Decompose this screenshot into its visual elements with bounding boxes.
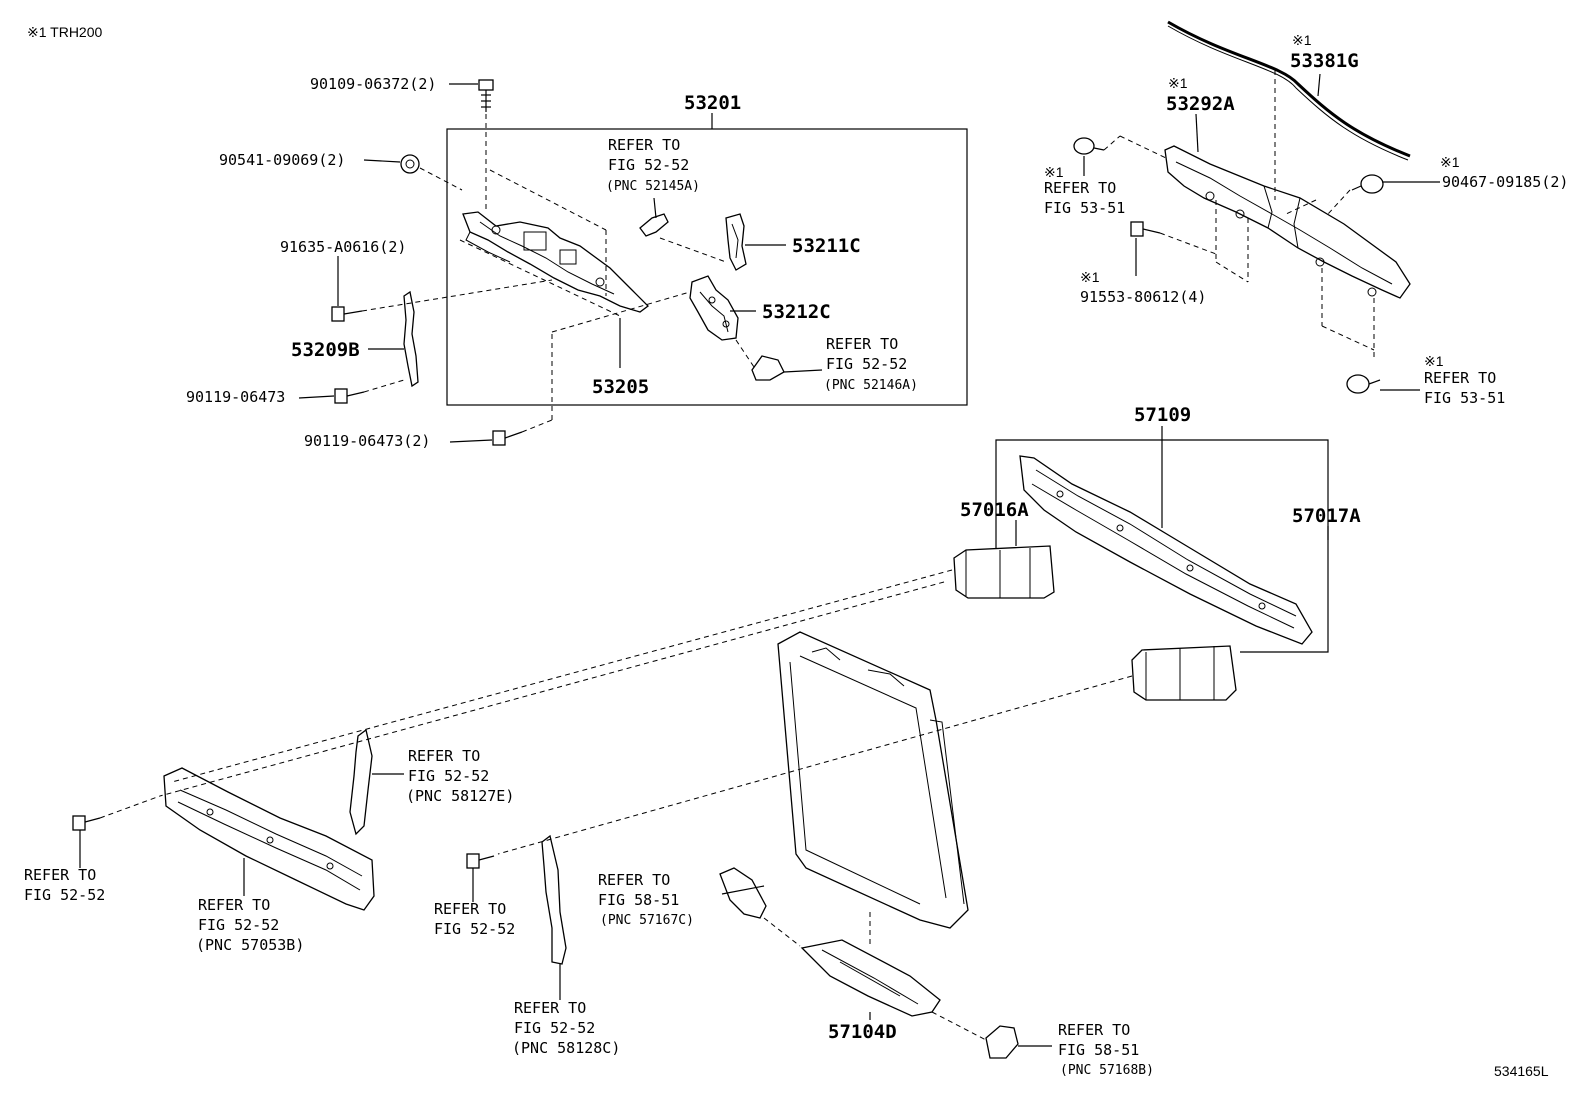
- bolt-91635-icon[interactable]: [331, 306, 363, 322]
- clip-lower-right-icon[interactable]: [1346, 374, 1381, 394]
- refer-bolt2-line2: FIG 52-52: [434, 920, 515, 938]
- label-53201: 53201: [684, 92, 741, 114]
- refer-57168B-line3: (PNC 57168B): [1060, 1063, 1154, 1078]
- refer-52146A-line2: FIG 52-52: [826, 355, 907, 373]
- refer-58127E-line2: FIG 52-52: [408, 767, 489, 785]
- mark-5351b: ※1: [1424, 353, 1444, 369]
- mark-53292A: ※1: [1168, 75, 1188, 91]
- part-57053B-crossmember[interactable]: [163, 767, 375, 911]
- label-57104D: 57104D: [828, 1021, 897, 1043]
- mark-91553: ※1: [1080, 269, 1100, 285]
- leaders-lower: [79, 773, 1052, 1047]
- mark-53381G: ※1: [1292, 32, 1312, 48]
- bolt-90119b-icon[interactable]: [492, 430, 523, 446]
- part-53209B-stay[interactable]: [403, 290, 419, 388]
- mark-5351a: ※1: [1044, 164, 1064, 180]
- label-91635: 91635-A0616(2): [280, 238, 406, 256]
- refer-57053B-line2: FIG 52-52: [198, 916, 279, 934]
- label-57016A: 57016A: [960, 499, 1029, 521]
- label-91553: 91553-80612(4): [1080, 288, 1206, 306]
- bolt-91553-icon[interactable]: [1130, 221, 1161, 237]
- guide-lines-upper-left: [361, 114, 757, 433]
- part-57017A-duct[interactable]: [1131, 645, 1237, 701]
- clip-upper-left-right-icon[interactable]: [1073, 137, 1105, 155]
- label-57017A: 57017A: [1292, 505, 1361, 527]
- label-90467: 90467-09185(2): [1442, 173, 1568, 191]
- refer-58128C-line1: REFER TO: [514, 999, 586, 1017]
- refer-57167C-line2: FIG 58-51: [598, 891, 679, 909]
- label-53211C: 53211C: [792, 235, 861, 257]
- leaders-upper-right: [1083, 73, 1440, 391]
- refer-58128C-line2: FIG 52-52: [514, 1019, 595, 1037]
- label-57109: 57109: [1134, 404, 1191, 426]
- label-90119a: 90119-06473: [186, 388, 285, 406]
- part-57168B-bracket[interactable]: [985, 1025, 1019, 1059]
- refer-52145A-line2: FIG 52-52: [608, 156, 689, 174]
- refer-52146A-line3: (PNC 52146A): [824, 378, 918, 393]
- label-53381G: 53381G: [1290, 50, 1359, 72]
- part-58127E-bracket[interactable]: [349, 728, 373, 836]
- vehicle-note: ※1 TRH200: [27, 24, 102, 40]
- refer-5351b-line2: FIG 53-51: [1424, 389, 1505, 407]
- part-57016A-duct[interactable]: [953, 545, 1055, 599]
- bolt-90119a-icon[interactable]: [334, 388, 365, 404]
- mark-90467: ※1: [1440, 154, 1460, 170]
- part-57167C-bracket[interactable]: [719, 867, 767, 919]
- refer-52145A-line3: (PNC 52145A): [606, 179, 700, 194]
- label-53212C: 53212C: [762, 301, 831, 323]
- bolt-90109-icon[interactable]: [478, 79, 494, 112]
- refer-57168B-line1: REFER TO: [1058, 1021, 1130, 1039]
- label-90119b: 90119-06473(2): [304, 432, 430, 450]
- part-57104D-cover[interactable]: [800, 939, 941, 1017]
- part-52146A-bracket[interactable]: [751, 355, 785, 381]
- refer-58127E-line1: REFER TO: [408, 747, 480, 765]
- guide-lines-lower: [99, 569, 1133, 1041]
- part-53212C-bracket[interactable]: [689, 275, 739, 341]
- refer-52146A-line1: REFER TO: [826, 335, 898, 353]
- refer-bolt1-line1: REFER TO: [24, 866, 96, 884]
- guide-lines-upper-right: [1103, 70, 1375, 360]
- clip-90541-icon[interactable]: [400, 154, 420, 174]
- refer-5351a-line1: REFER TO: [1044, 179, 1116, 197]
- part-52145A-bracket[interactable]: [639, 213, 669, 237]
- group-box-53201: [446, 128, 968, 406]
- refer-58127E-line3: (PNC 58127E): [406, 787, 514, 805]
- part-53205-bracket[interactable]: [462, 211, 649, 313]
- bolt-lower-left-2-icon[interactable]: [466, 853, 495, 869]
- part-53211C-bracket[interactable]: [725, 213, 747, 271]
- label-90541: 90541-09069(2): [219, 151, 345, 169]
- refer-52145A-line1: REFER TO: [608, 136, 680, 154]
- label-53209B: 53209B: [291, 339, 360, 361]
- refer-57168B-line2: FIG 58-51: [1058, 1041, 1139, 1059]
- leaders-upper-left: [298, 83, 823, 443]
- refer-bolt1-line2: FIG 52-52: [24, 886, 105, 904]
- refer-5351b-line1: REFER TO: [1424, 369, 1496, 387]
- part-53381G-seal[interactable]: [1167, 20, 1411, 161]
- part-radiator[interactable]: [777, 631, 969, 929]
- part-53292A-support[interactable]: [1164, 145, 1411, 299]
- refer-57167C-line3: (PNC 57167C): [600, 913, 694, 928]
- bracket-57109: [995, 439, 1329, 653]
- refer-57167C-line1: REFER TO: [598, 871, 670, 889]
- label-90109: 90109-06372(2): [310, 75, 436, 93]
- bolt-lower-left-1-icon[interactable]: [72, 815, 101, 831]
- refer-57053B-line3: (PNC 57053B): [196, 936, 304, 954]
- refer-57053B-line1: REFER TO: [198, 896, 270, 914]
- refer-5351a-line2: FIG 53-51: [1044, 199, 1125, 217]
- part-57109-crossmember[interactable]: [1019, 455, 1313, 645]
- clip-90467-icon[interactable]: [1351, 174, 1384, 194]
- refer-bolt2-line1: REFER TO: [434, 900, 506, 918]
- figure-code: 534165L: [1494, 1063, 1549, 1079]
- refer-58128C-line3: (PNC 58128C): [512, 1039, 620, 1057]
- label-53292A: 53292A: [1166, 93, 1235, 115]
- label-53205: 53205: [592, 376, 649, 398]
- part-58128C-bracket[interactable]: [541, 834, 567, 965]
